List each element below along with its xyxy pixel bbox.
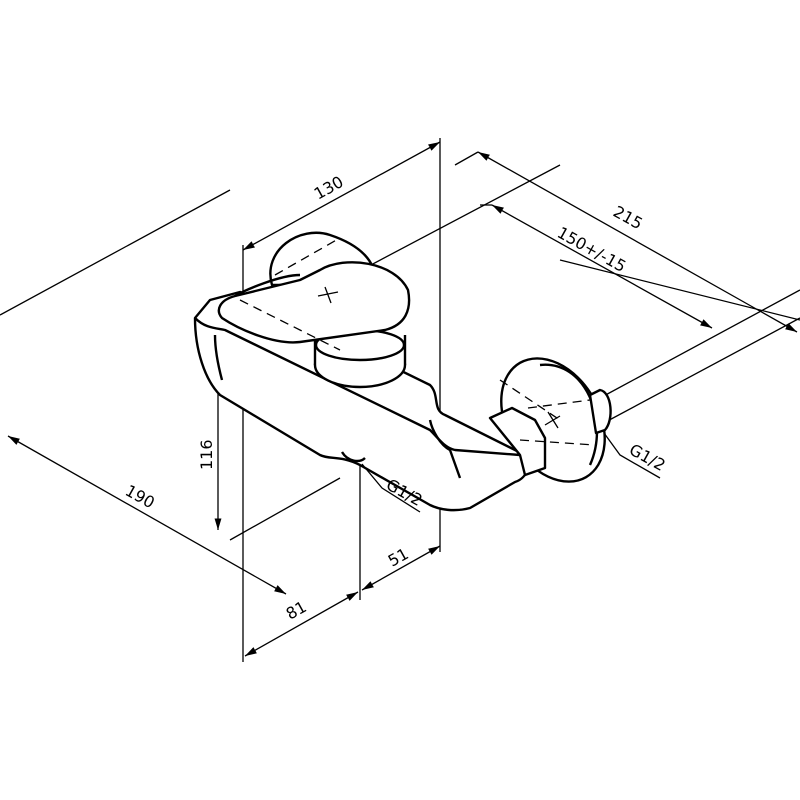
dim-51: 51 <box>385 544 412 570</box>
lever-handle <box>217 261 411 389</box>
bottom-outlet <box>340 451 421 513</box>
inlet-connector <box>488 357 661 483</box>
dim-81: 81 <box>283 597 310 623</box>
faucet-body <box>193 290 530 512</box>
dimension-lines <box>7 141 798 657</box>
dim-215: 215 <box>610 202 646 233</box>
dim-130: 130 <box>311 172 347 203</box>
dim-116: 116 <box>197 439 216 470</box>
thread-inlet: G1/2 <box>626 440 669 475</box>
dim-190: 190 <box>122 481 158 512</box>
